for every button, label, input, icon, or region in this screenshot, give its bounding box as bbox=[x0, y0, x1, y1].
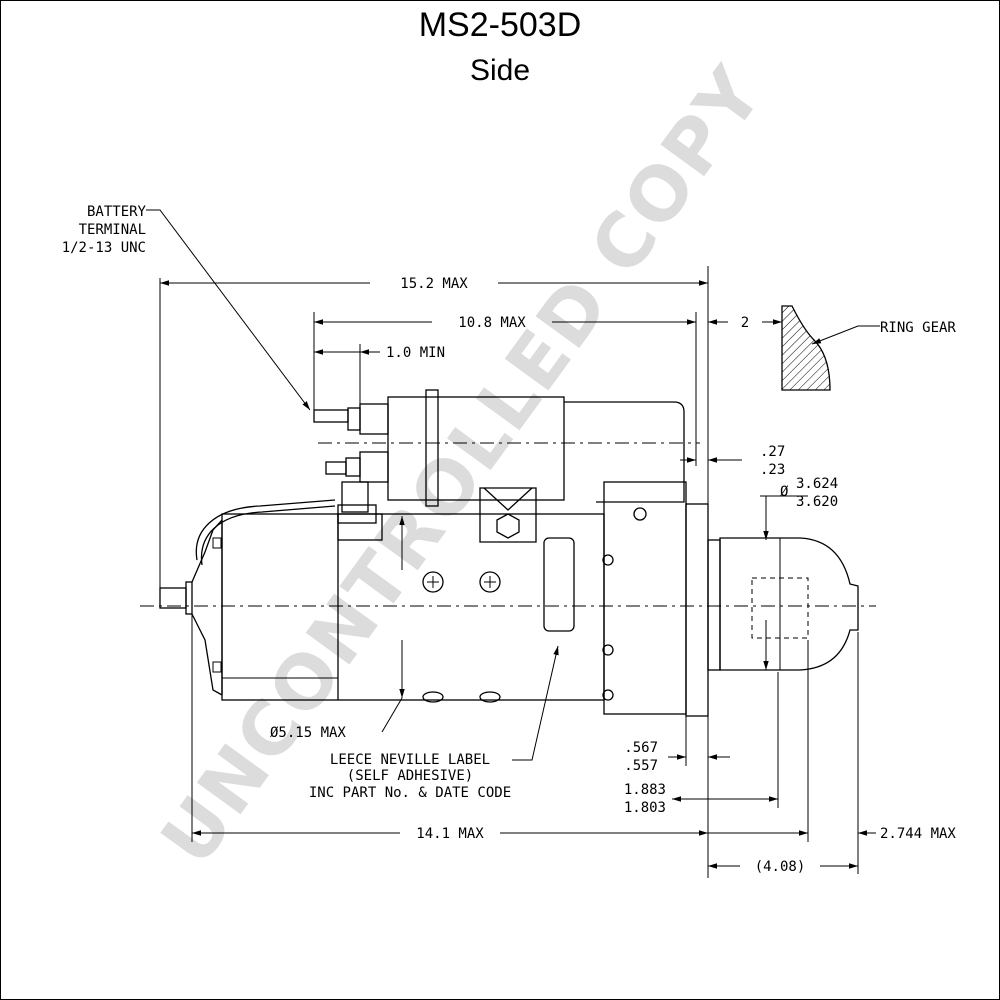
dim-terminal-min: 1.0 MIN bbox=[386, 345, 445, 361]
dim-flange-lower: .557 bbox=[624, 758, 658, 774]
dimension-lines bbox=[160, 280, 876, 869]
label-callout: LEECE NEVILLE LABEL bbox=[330, 752, 490, 768]
dim-offset-upper: .27 bbox=[760, 444, 785, 460]
rear-terminal-stud bbox=[159, 581, 193, 615]
battery-terminal-label: BATTERY bbox=[87, 204, 147, 220]
dim-overall-length: 15.2 MAX bbox=[400, 276, 468, 292]
dim-nose-max: 2.744 MAX bbox=[880, 826, 956, 842]
page-title: MS2-503D bbox=[418, 6, 582, 44]
dim-diameter-symbol: Ø bbox=[780, 484, 789, 500]
dim-nose-reference: (4.08) bbox=[755, 859, 806, 875]
ring-gear bbox=[781, 305, 831, 391]
battery-terminal-label: TERMINAL bbox=[79, 222, 146, 238]
dim-pinion-upper: 1.883 bbox=[624, 782, 666, 798]
drive-housing bbox=[602, 481, 687, 715]
nose-housing bbox=[707, 537, 859, 671]
battery-terminal-thread: 1/2-13 UNC bbox=[62, 240, 146, 256]
dim-solenoid-length: 10.8 MAX bbox=[458, 315, 526, 331]
extension-lines bbox=[159, 266, 859, 878]
label-callout: INC PART No. & DATE CODE bbox=[309, 785, 511, 801]
ring-gear-label: RING GEAR bbox=[880, 320, 956, 336]
leader-lines bbox=[146, 209, 880, 761]
mounting-flange bbox=[685, 503, 709, 717]
solenoid bbox=[313, 389, 685, 524]
dim-offset-lower: .23 bbox=[760, 462, 785, 478]
bottom-screw bbox=[422, 691, 501, 703]
dim-body-diameter: Ø5.15 MAX bbox=[270, 725, 346, 741]
dim-body-length: 14.1 MAX bbox=[416, 826, 484, 842]
dim-pinion-lower: 1.803 bbox=[624, 800, 666, 816]
field-screw bbox=[422, 571, 444, 593]
dim-flange-upper: .567 bbox=[624, 740, 658, 756]
page-subtitle: Side bbox=[469, 54, 531, 87]
label-callout: (SELF ADHESIVE) bbox=[347, 768, 473, 784]
field-screw bbox=[479, 571, 501, 593]
label-pad bbox=[543, 537, 575, 632]
dim-pilot-dia-upper: 3.624 bbox=[796, 476, 838, 492]
dim-ring-gap: 2 bbox=[741, 315, 749, 331]
dim-pilot-dia-lower: 3.620 bbox=[796, 494, 838, 510]
solenoid-bracket bbox=[479, 487, 537, 543]
